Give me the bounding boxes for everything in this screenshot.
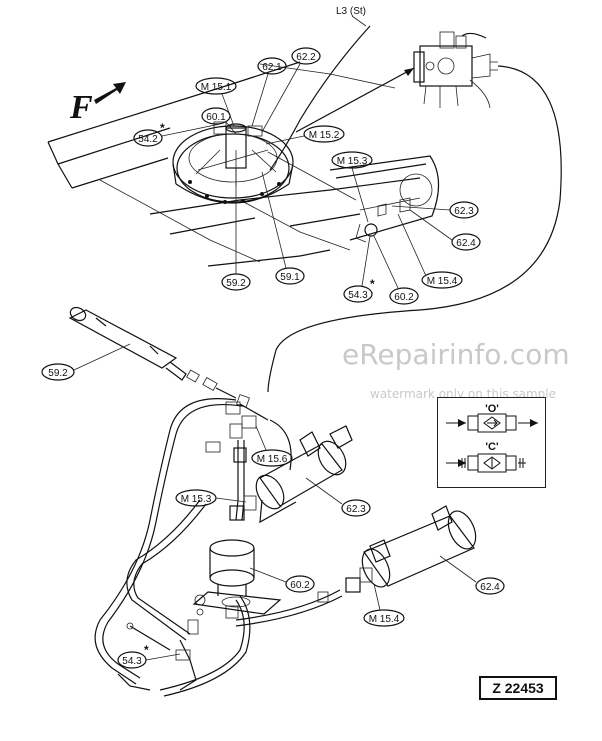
legend-closed-label: 'C' [485, 441, 499, 453]
label-m15-1: M 15.1 [201, 82, 232, 93]
label-62-2: 62.2 [296, 52, 316, 63]
crawler-track [329, 155, 440, 243]
label-m15-3-lower: M 15.3 [181, 494, 212, 505]
direction-label: F [69, 89, 93, 126]
label-m15-2: M 15.2 [309, 130, 340, 141]
label-62-3-upper: 62.3 [454, 206, 474, 217]
turntable-ring [172, 121, 294, 204]
label-54-3-upper: 54.3 [348, 290, 368, 301]
label-54-3-lower: 54.3 [122, 656, 142, 667]
label-m15-6: M 15.6 [257, 454, 288, 465]
drawing-number: Z 22453 [479, 676, 557, 700]
label-54-2: 54.2 [138, 134, 158, 145]
open-valve-icon [446, 413, 538, 433]
label-59-1: 59.1 [280, 272, 300, 283]
asterisk-54-3-lower: * [144, 643, 149, 657]
label-m15-4-lower: M 15.4 [369, 614, 400, 625]
lower-labels: 59.2 M 15.6 M 15.3 62.3 60.2 62.4 M 15.4… [41, 343, 505, 669]
closed-valve-icon [446, 453, 526, 473]
chassis-frame [47, 61, 421, 267]
label-59-2-upper: 59.2 [226, 278, 246, 289]
watermark: eRepairinfo.com watermark only on this s… [342, 338, 570, 401]
label-60-2-upper: 60.2 [394, 292, 414, 303]
legend-asterisk: * [438, 398, 443, 409]
upper-labels: M 15.1 62.1 62.2 60.1 M 15.2 54.2 * M 15… [133, 47, 481, 305]
label-62-3-lower: 62.3 [346, 504, 366, 515]
valve-position-legend: * 'O' 'C' [437, 397, 546, 488]
asterisk-54-2: * [160, 121, 165, 135]
accumulator-60-2 [192, 539, 282, 615]
label-62-1: 62.1 [262, 62, 282, 73]
label-59-2-lower: 59.2 [48, 368, 68, 379]
pipe-label-top: L3 (St) [336, 6, 366, 17]
label-m15-3-upper: M 15.3 [337, 156, 368, 167]
legend-drawing: * 'O' 'C' [438, 398, 538, 473]
legend-open-label: 'O' [485, 403, 499, 415]
accumulator-59-2 [68, 306, 250, 408]
pipe-lines-upper [267, 25, 562, 393]
control-valve-block [413, 31, 498, 109]
label-60-2-lower: 60.2 [290, 580, 310, 591]
label-62-4-upper: 62.4 [456, 238, 476, 249]
direction-indicator: F [69, 82, 126, 126]
valve-62-3 [229, 425, 353, 524]
watermark-site: eRepairinfo.com [342, 338, 570, 371]
forward-arrow-icon [94, 82, 126, 104]
label-62-4-lower: 62.4 [480, 582, 500, 593]
asterisk-54-3-upper: * [370, 277, 375, 291]
label-60-1: 60.1 [206, 112, 226, 123]
valve-62-4 [345, 505, 477, 593]
hose-assemblies [94, 398, 343, 697]
label-m15-4-upper: M 15.4 [427, 276, 458, 287]
